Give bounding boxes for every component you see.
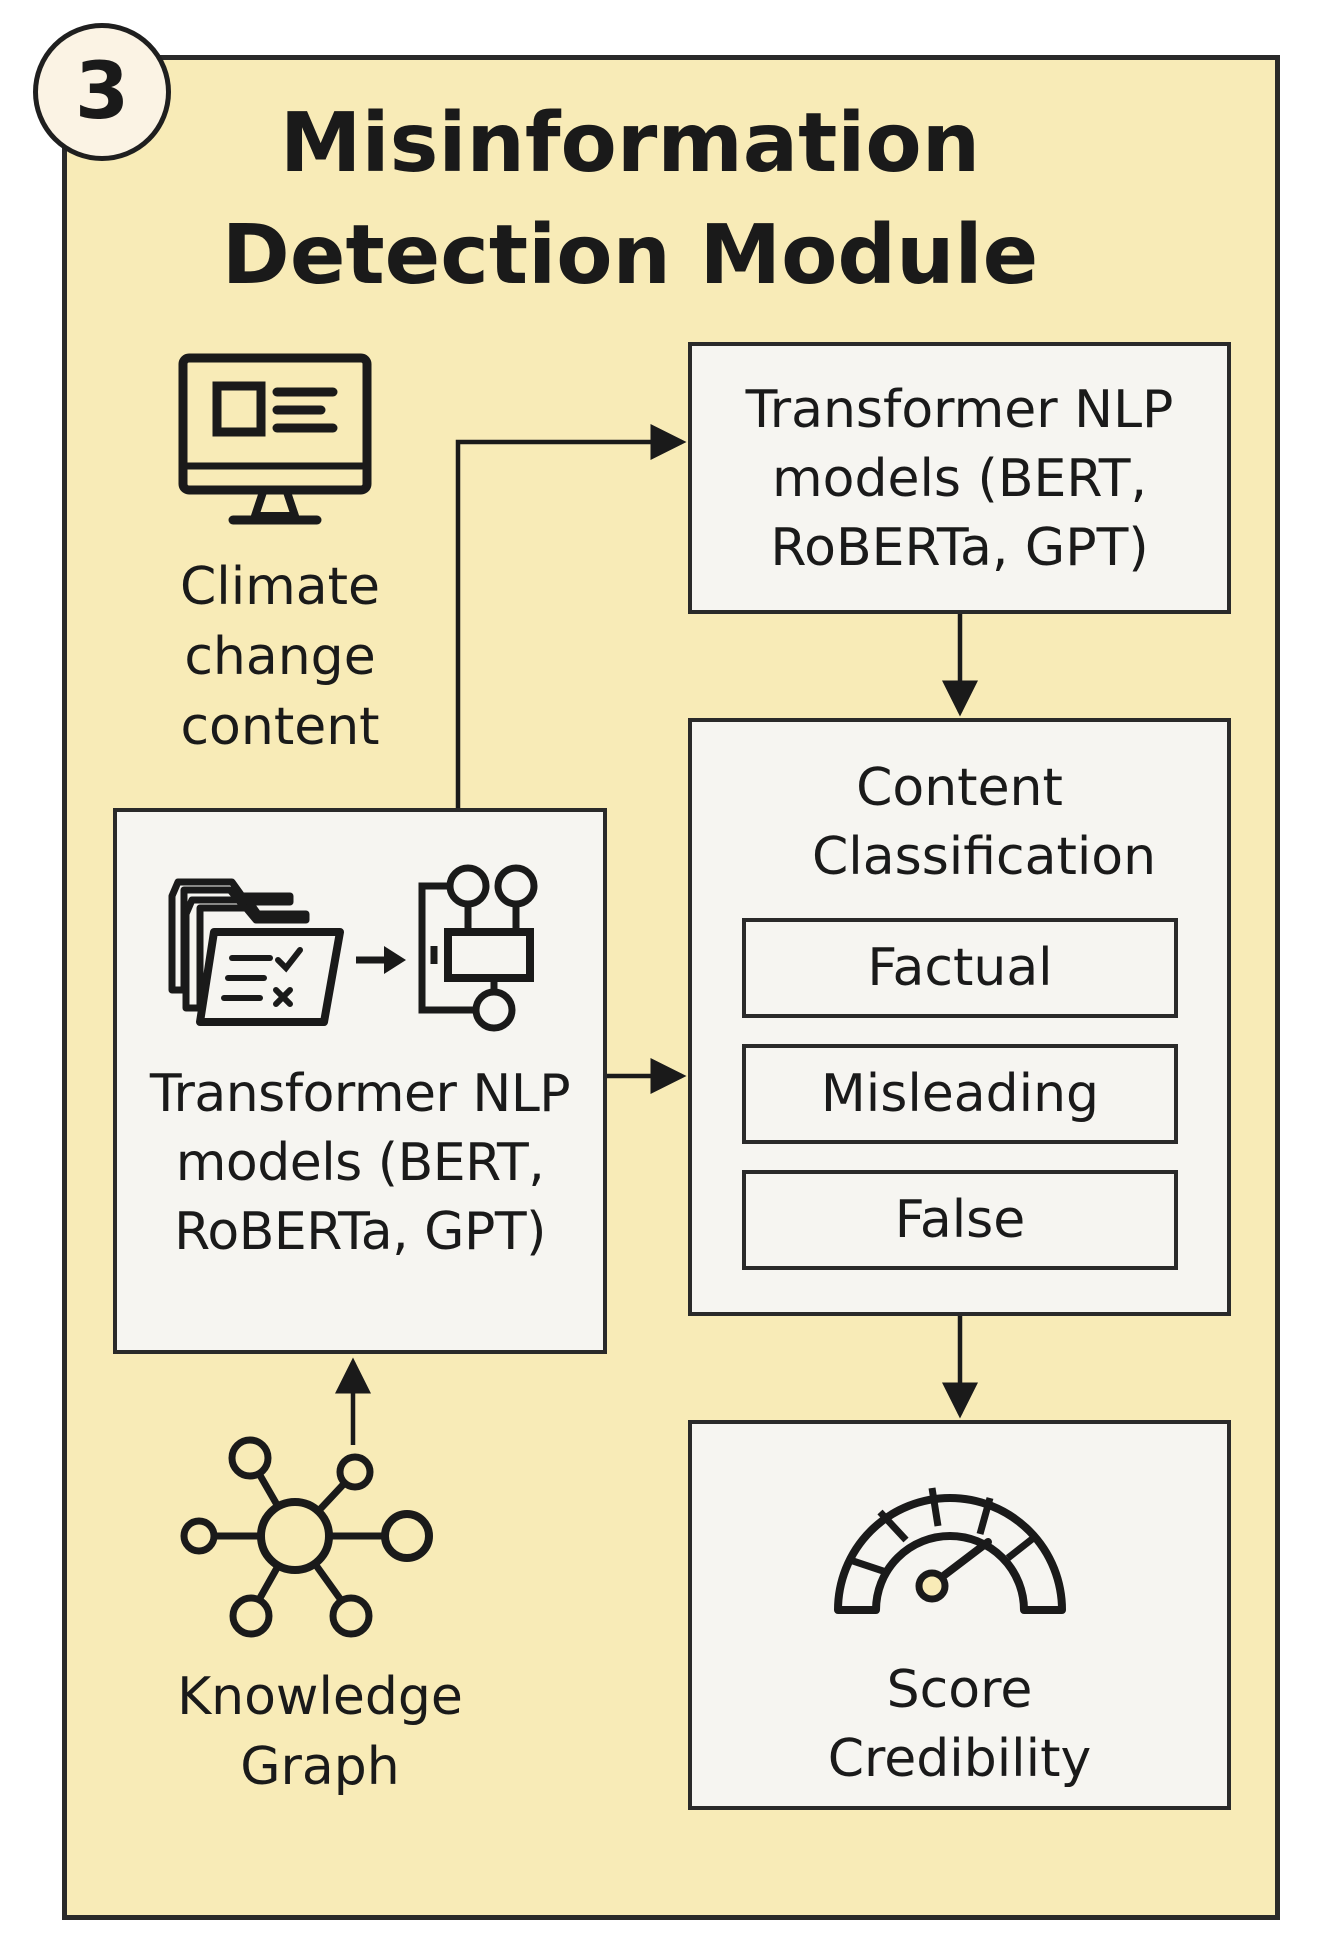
content-classification-label: Content Classification — [812, 758, 1157, 887]
transformer-main-label: Transformer NLP models (BERT, RoBERTa, G… — [149, 1064, 571, 1262]
category-false: False — [742, 1170, 1178, 1270]
content-classification-box: Content Classification Factual Misleadin… — [688, 718, 1231, 1316]
module-title: Misinformation Detection Module — [221, 96, 1039, 303]
gauge-icon — [834, 1487, 1066, 1614]
network-graph-icon — [180, 1436, 433, 1638]
transformer-top-box: Transformer NLP models (BERT, RoBERTa, G… — [688, 342, 1231, 614]
transformer-top-label: Transformer NLP models (BERT, RoBERTa, G… — [745, 380, 1174, 578]
module-number-badge: 3 — [33, 23, 171, 161]
documents-to-model-icon — [168, 864, 538, 1032]
knowledge-graph-label: Knowledge Graph — [177, 1667, 463, 1797]
score-credibility-label: Score Credibility — [827, 1660, 1092, 1789]
category-misleading: Misleading — [742, 1044, 1178, 1144]
monitor-icon — [178, 353, 372, 525]
category-factual: Factual — [742, 918, 1178, 1018]
score-credibility-box: Score Credibility — [688, 1420, 1231, 1810]
climate-content-label: Climate change content — [179, 557, 381, 757]
module-number: 3 — [74, 47, 130, 137]
